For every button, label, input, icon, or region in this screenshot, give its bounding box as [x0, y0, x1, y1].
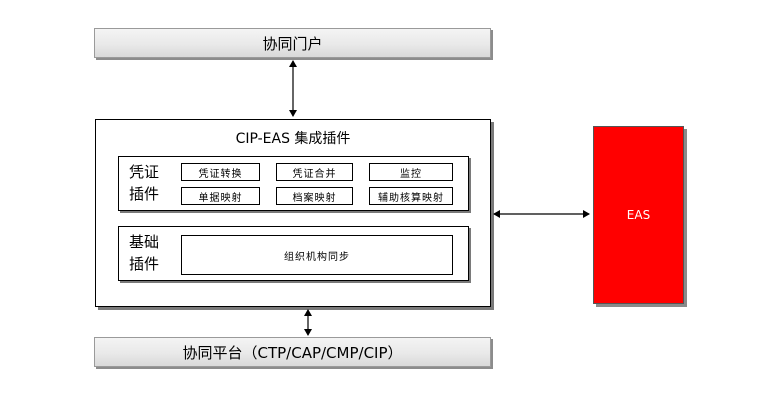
- collaboration-portal-label: 协同门户: [262, 34, 323, 53]
- voucher-plugin-label: 凭证 插件: [129, 163, 160, 203]
- cell-archive-mapping: 档案映射: [276, 187, 353, 205]
- integration-plugin-title: CIP-EAS 集成插件: [235, 131, 351, 147]
- base-plugin-group: 基础 插件 组织机构同步: [118, 226, 469, 281]
- cell-org-sync: 组织机构同步: [181, 235, 453, 275]
- collaboration-platform-label: 协同平台（CTP/CAP/CMP/CIP）: [182, 343, 403, 362]
- cell-document-mapping: 单据映射: [181, 187, 260, 205]
- cell-voucher-convert: 凭证转换: [181, 163, 260, 181]
- eas-box: EAS: [593, 126, 684, 304]
- integration-plugin-container: CIP-EAS 集成插件 凭证 插件 凭证转换 凭证合并 监控 单据映射 档案映…: [95, 119, 491, 307]
- eas-label: EAS: [626, 208, 651, 222]
- cell-monitor: 监控: [369, 163, 453, 181]
- base-plugin-label: 基础 插件: [129, 233, 160, 273]
- voucher-plugin-group: 凭证 插件 凭证转换 凭证合并 监控 单据映射 档案映射 辅助核算映射: [118, 156, 469, 211]
- cell-auxiliary-accounting-mapping: 辅助核算映射: [369, 187, 453, 205]
- collaboration-platform-box: 协同平台（CTP/CAP/CMP/CIP）: [94, 337, 491, 367]
- collaboration-portal-box: 协同门户: [94, 28, 491, 58]
- cell-voucher-merge: 凭证合并: [276, 163, 353, 181]
